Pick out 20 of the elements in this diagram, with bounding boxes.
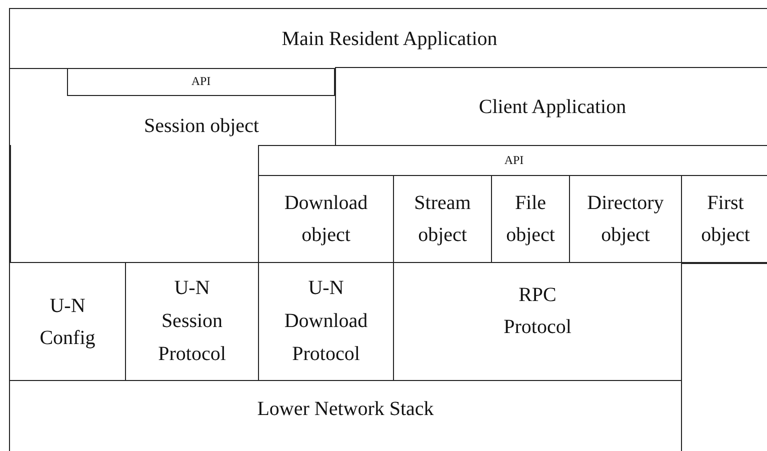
layer-label: U-N Session Protocol	[157, 276, 227, 367]
layer-label: API	[504, 153, 524, 168]
layer-label: API	[191, 74, 211, 89]
layer-label: Lower Network Stack	[257, 397, 434, 422]
layer-label: RPC Protocol	[502, 282, 572, 340]
layer-label: Session object	[144, 114, 259, 139]
layer-box	[9, 380, 682, 451]
layer-label: U-N Config	[38, 294, 96, 350]
layer-label: File object	[505, 191, 556, 248]
layer-box	[9, 262, 126, 381]
layer-label: Download object	[283, 191, 369, 248]
layer-box	[9, 8, 767, 69]
layer-label: First object	[700, 191, 751, 248]
layer-box	[9, 68, 336, 146]
layer-box	[67, 68, 335, 96]
layer-label: Main Resident Application	[282, 26, 498, 52]
layer-label: U-N Download Protocol	[283, 276, 369, 367]
layer-label: Stream object	[413, 191, 472, 248]
layer-label: Client Application	[478, 94, 626, 120]
layer-label: Directory object	[586, 191, 665, 248]
